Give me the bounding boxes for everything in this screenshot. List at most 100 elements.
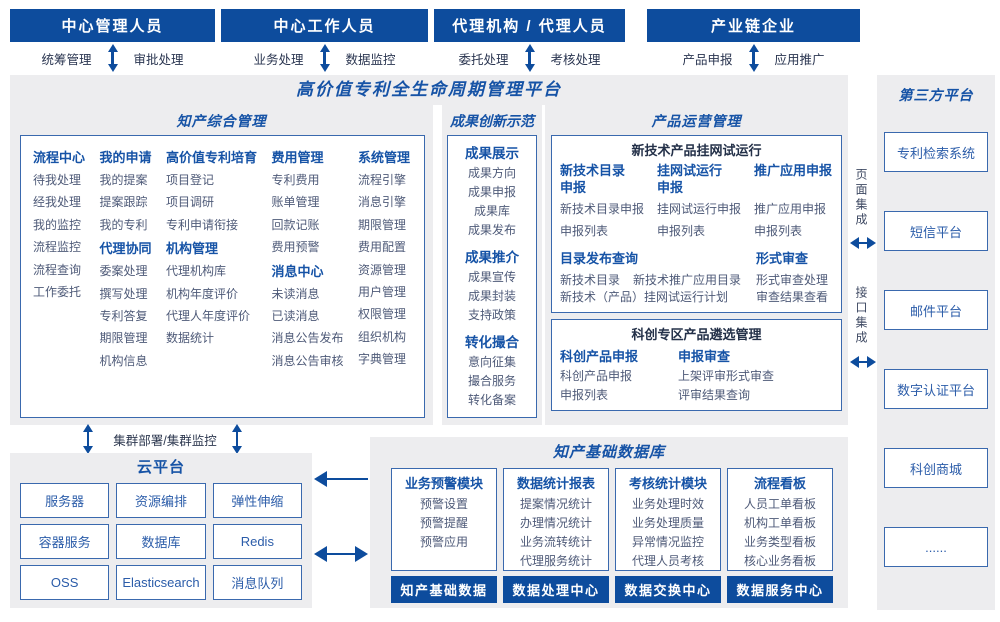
menu-item: 成果申报: [467, 185, 516, 199]
cloud-box: OSS: [20, 565, 110, 600]
menu-item: 上架评审形式审查: [678, 369, 775, 383]
actor-role-label: 应用推广: [774, 52, 825, 67]
menu-item: 申报列表: [754, 224, 803, 238]
menu-item: 撮合服务: [467, 374, 516, 388]
actor-role-label: 统筹管理: [41, 52, 92, 67]
integration-label-interface: 接口集成: [854, 286, 868, 346]
column-group-header: 我的申请: [99, 150, 152, 165]
menu-item: 新技术目录申报: [560, 202, 645, 216]
third-party-box: 专利检索系统: [884, 132, 988, 172]
module-item: 异常情况监控: [631, 535, 704, 549]
menu-item: 经我处理: [33, 195, 82, 210]
column-group-header: 目录发布查询: [560, 251, 639, 266]
menu-item: 消息公告审核: [271, 353, 344, 368]
module-box: 流程看板 人员工单看板 机构工单看板 业务类型看板 核心业务看板: [727, 468, 833, 571]
menu-item: 账单管理: [271, 195, 320, 210]
menu-item: 支持政策: [467, 308, 516, 322]
db-module: 业务预警模块 预警设置 预警提醒 预警应用 知产基础数据: [391, 468, 497, 603]
achievement-box: 成果展示 成果方向 成果申报 成果库 成果发布 成果推介 成果宣传 成果封装 支…: [447, 135, 537, 418]
module-item: 预警应用: [419, 535, 468, 549]
menu-item: 机构信息: [99, 353, 148, 368]
trial-run-box: 新技术产品挂网试运行 新技术目录申报 新技术目录申报 申报列表 挂网试运行申报 …: [551, 135, 842, 313]
module-header: 数据统计报表: [516, 476, 595, 491]
menu-item: 推广应用申报: [754, 202, 827, 216]
db-badge: 数据交换中心: [615, 576, 721, 603]
db-badge: 数据处理中心: [503, 576, 609, 603]
module-item: 业务处理质量: [631, 516, 704, 530]
column-group-header: 成果展示: [465, 146, 519, 161]
module-item: 人员工单看板: [743, 497, 816, 511]
menu-column: 流程中心 待我处理 经我处理 我的监控 流程监控 流程查询 工作委托: [33, 145, 85, 417]
section-title: 成果创新示范: [450, 113, 534, 129]
db-module: 数据统计报表 提案情况统计 办理情况统计 业务流转统计 代理服务统计 数据处理中…: [503, 468, 609, 603]
column-group-header: 代理协同: [99, 241, 152, 257]
menu-item: 权限管理: [357, 307, 406, 322]
module-box: 考核统计模块 业务处理时效 业务处理质量 异常情况监控 代理人员考核: [615, 468, 721, 571]
actor-header-enterprises: 产业链企业: [647, 9, 860, 42]
cloud-panel: 云平台 服务器 资源编排 弹性伸缩 容器服务 数据库 Redis OSS Ela…: [10, 453, 312, 608]
module-header: 考核统计模块: [628, 476, 707, 491]
menu-item: 我的专利: [99, 217, 148, 232]
menu-item: 科创产品申报: [560, 369, 633, 383]
cloud-box: Redis: [212, 524, 302, 559]
menu-column: 新技术目录申报 新技术目录申报 申报列表: [560, 162, 657, 242]
module-item: 核心业务看板: [743, 554, 816, 568]
horizontal-double-arrow-icon: [850, 237, 876, 249]
menu-item: 成果方向: [467, 166, 516, 180]
menu-column: 目录发布查询 新技术目录 新技术推广应用目录 新技术（产品）挂网试运行计划: [560, 250, 756, 306]
column-group-header: 申报审查: [678, 349, 731, 364]
menu-column: 系统管理 流程引擎 消息引擎 期限管理 费用配置 资源管理 用户管理 权限管理 …: [358, 145, 410, 417]
module-item: 业务处理时效: [631, 497, 704, 511]
subbox-title: 新技术产品挂网试运行: [631, 143, 762, 158]
menu-item: 形式审查处理: [756, 273, 829, 287]
db-module: 流程看板 人员工单看板 机构工单看板 业务类型看板 核心业务看板 数据服务中心: [727, 468, 833, 603]
menu-item: 用户管理: [357, 285, 406, 300]
menu-column: 高价值专利培育 项目登记 项目调研 专利申请衔接 机构管理 代理机构库 机构年度…: [166, 145, 257, 417]
menu-item: 流程引擎: [357, 173, 406, 187]
vertical-double-arrow-icon: [319, 44, 331, 72]
horizontal-double-arrow-icon: [850, 356, 876, 368]
menu-item: 我的监控: [33, 217, 82, 232]
menu-item: 资源管理: [357, 262, 406, 277]
section-title: 第三方平台: [898, 87, 974, 103]
menu-item: 新技术推广应用目录: [633, 273, 742, 287]
vertical-double-arrow-icon: [231, 424, 243, 454]
column-group-header: 成果推介: [465, 250, 519, 265]
platform-title: 高价值专利全生命周期管理平台: [10, 75, 848, 105]
menu-item: 流程监控: [33, 240, 82, 255]
menu-item: 新技术目录: [560, 273, 621, 287]
menu-item: 期限管理: [99, 331, 148, 346]
section-title: 云平台: [136, 459, 185, 476]
third-party-box: 科创商城: [884, 448, 988, 488]
column-group-header: 形式审查: [756, 251, 809, 266]
subbox-title: 科创专区产品遴选管理: [631, 327, 762, 342]
actor-roles-row: 业务处理 数据监控: [221, 42, 428, 74]
menu-item: 转化备案: [467, 393, 516, 407]
section-title: 知产基础数据库: [552, 444, 665, 461]
module-item: 代理服务统计: [519, 554, 592, 568]
menu-column: 形式审查 形式审查处理 审查结果查看: [756, 250, 833, 306]
menu-item: 挂网试运行申报: [657, 202, 742, 216]
db-badge: 数据服务中心: [727, 576, 833, 603]
menu-item: 专利答复: [99, 309, 148, 324]
section-title: 知产综合管理: [176, 113, 267, 129]
menu-item: 流程查询: [33, 262, 82, 277]
module-item: 办理情况统计: [519, 516, 592, 530]
cloud-box: 弹性伸缩: [212, 483, 302, 518]
menu-item: 消息公告发布: [271, 331, 344, 346]
module-item: 业务流转统计: [519, 535, 592, 549]
cloud-box: 资源编排: [116, 483, 206, 518]
menu-item: 代理人年度评价: [165, 309, 250, 324]
database-panel: 知产基础数据库 业务预警模块 预警设置 预警提醒 预警应用 知产基础数据 数据统…: [370, 437, 848, 608]
menu-item: 提案跟踪: [99, 195, 148, 210]
actor-role-label: 考核处理: [550, 52, 601, 67]
module-item: 业务类型看板: [743, 535, 816, 549]
section-ip-management: 知产综合管理 流程中心 待我处理 经我处理 我的监控 流程监控 流程查询 工作委…: [10, 105, 433, 425]
cluster-label: 集群部署/集群监控: [113, 434, 217, 448]
actor-roles-row: 产品申报 应用推广: [647, 42, 860, 74]
column-group-header: 消息中心: [271, 263, 324, 279]
menu-item: 评审结果查询: [678, 388, 751, 402]
ip-management-box: 流程中心 待我处理 经我处理 我的监控 流程监控 流程查询 工作委托 我的申请 …: [20, 135, 425, 418]
module-item: 机构工单看板: [743, 516, 816, 530]
menu-item: 成果封装: [467, 289, 516, 303]
